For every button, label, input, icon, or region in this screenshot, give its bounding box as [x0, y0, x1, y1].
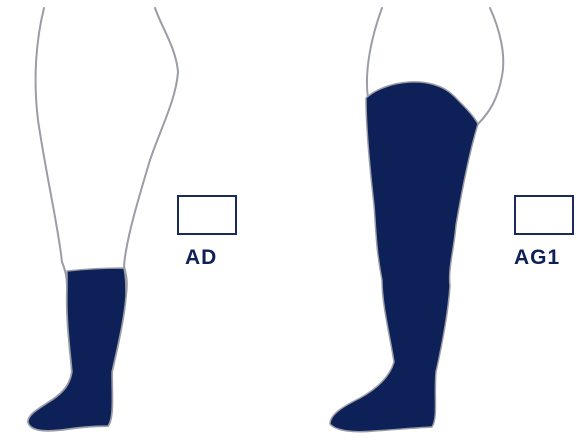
stocking-ad [28, 268, 126, 431]
ad-label: AD [185, 247, 217, 268]
leg-ag1-outline-left [367, 8, 382, 98]
leg-ag1-outline-right [478, 8, 503, 124]
stocking-ag1 [330, 82, 478, 432]
leg-ad [28, 8, 178, 431]
ag1-label: AG1 [514, 247, 560, 268]
leg-ag1 [330, 8, 503, 432]
ag1-checkbox[interactable] [514, 195, 574, 235]
ad-checkbox[interactable] [177, 195, 237, 235]
